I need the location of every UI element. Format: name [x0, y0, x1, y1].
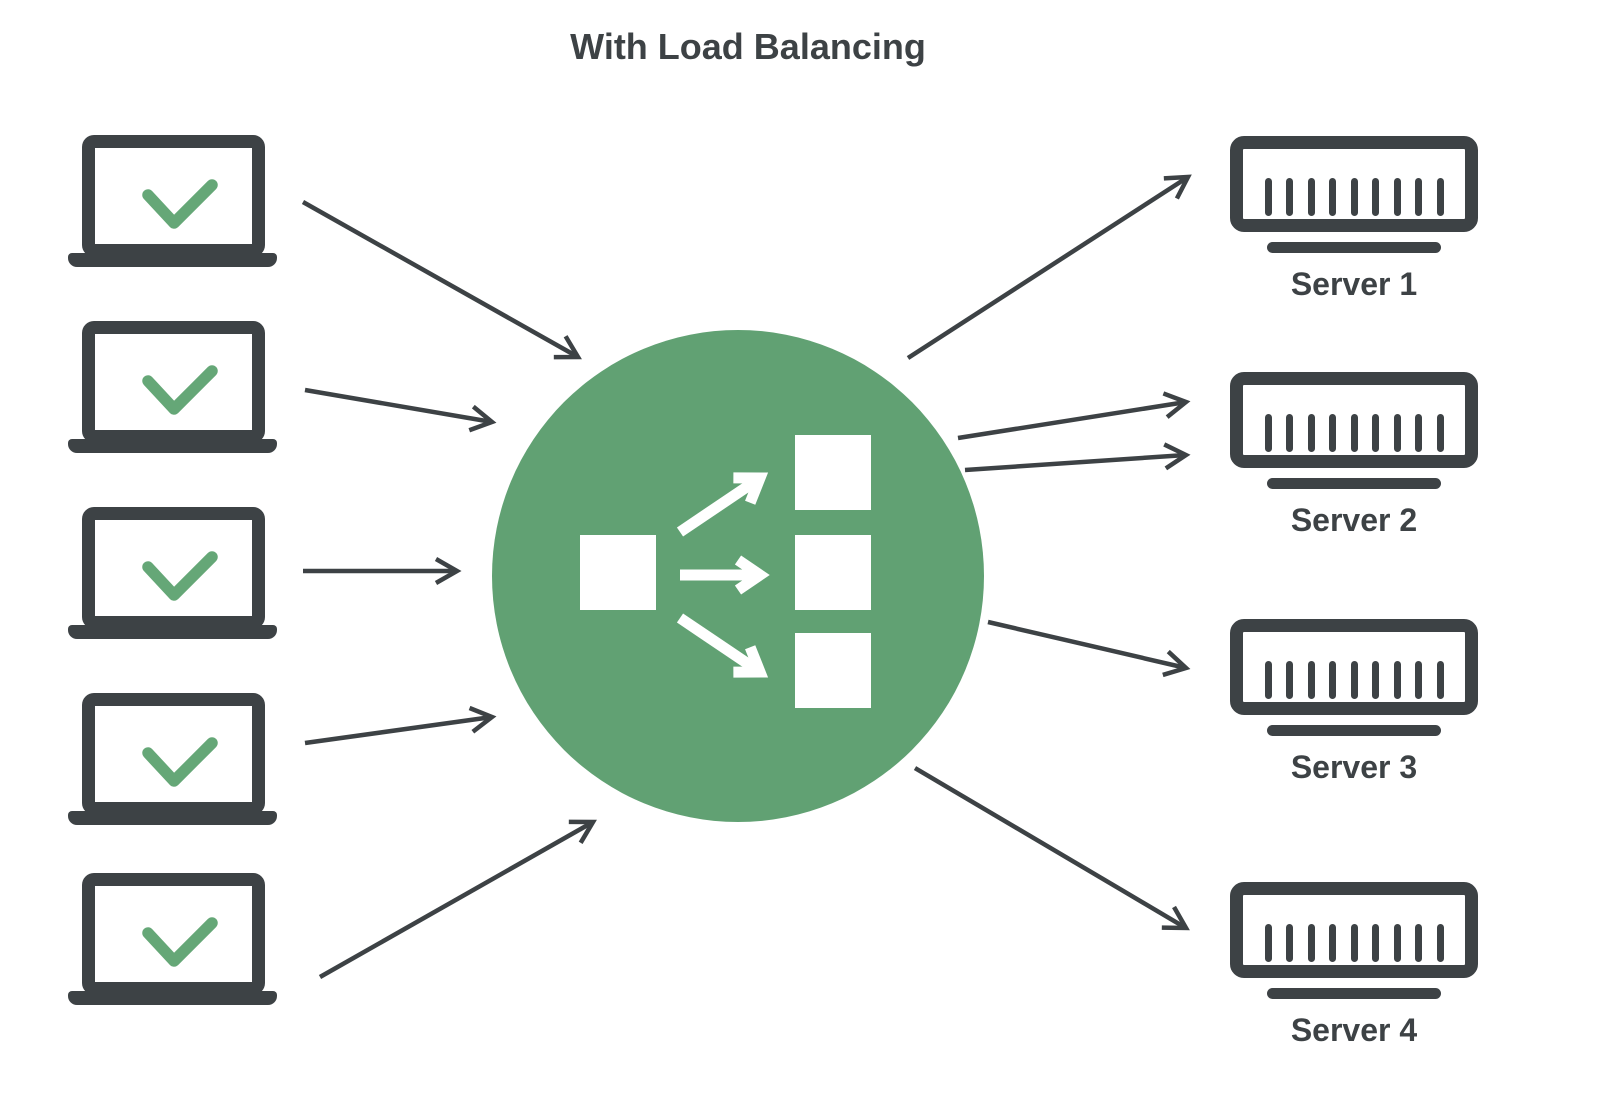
lb-output-square-1 [795, 435, 871, 510]
server-vent-bar [1372, 924, 1379, 962]
server-label: Server 2 [1290, 502, 1418, 538]
server-vent-bar [1286, 924, 1293, 962]
server: Server 1 [1230, 136, 1478, 306]
client-laptop-2 [68, 321, 277, 453]
server-vent-bar [1350, 924, 1358, 962]
server-vent-bar [1329, 924, 1336, 962]
laptop-base [68, 253, 277, 267]
server-vent-bar [1329, 178, 1336, 216]
server-vent-bar [1286, 414, 1293, 452]
server-vent-bar [1264, 661, 1272, 699]
server-vent-bar [1393, 178, 1401, 216]
server-vent-bar [1415, 414, 1422, 452]
connection-arrow [964, 442, 1191, 473]
laptop-screen [82, 873, 265, 995]
server-vent-bar [1372, 661, 1379, 699]
server-vent-bar [1350, 414, 1358, 452]
server-box [1230, 372, 1478, 468]
server-box [1230, 136, 1478, 232]
lb-arrow-up-icon [676, 472, 769, 537]
server-vent-bar [1307, 924, 1315, 962]
server-vent-bar [1264, 414, 1272, 452]
server-vent-bar [1415, 661, 1422, 699]
connection-arrow [318, 819, 597, 979]
server-label: Server 4 [1290, 1012, 1418, 1048]
connection-arrow [987, 619, 1191, 678]
checkmark-icon [142, 365, 218, 415]
lb-output-square-3 [795, 633, 871, 708]
server-vent-bar [1350, 178, 1358, 216]
server-vent-bar [1307, 178, 1315, 216]
laptop-screen [82, 321, 265, 443]
server-vent-bar [1372, 414, 1379, 452]
lb-arrow-down-icon [676, 613, 769, 678]
server-vent-bar [1350, 661, 1358, 699]
server-vent-bar [1307, 414, 1315, 452]
server-vent-bar [1307, 661, 1315, 699]
server-vent-bar [1415, 178, 1422, 216]
server-vent-bar [1436, 178, 1444, 216]
laptop-base [68, 625, 277, 639]
laptop-base [68, 811, 277, 825]
server-vent-bar [1436, 414, 1444, 452]
server-vent-bar [1329, 661, 1336, 699]
server-vent-bar [1264, 178, 1272, 216]
server-vent-bar [1329, 414, 1336, 452]
client-laptop-5 [68, 873, 277, 1005]
server-base [1267, 988, 1441, 999]
server-label: Server 3 [1290, 749, 1418, 785]
server-base [1267, 725, 1441, 736]
laptop-base [68, 991, 277, 1005]
laptop-base [68, 439, 277, 453]
server-base [1267, 478, 1441, 489]
connection-arrow [304, 705, 497, 746]
server: Server 3 [1230, 619, 1478, 789]
checkmark-icon [142, 737, 218, 787]
server-base [1267, 242, 1441, 253]
server-vent-bar [1393, 661, 1401, 699]
server-vent-bar [1393, 414, 1401, 452]
server-vent-bar [1393, 924, 1401, 962]
checkmark-icon [142, 917, 218, 967]
server-vent-bar [1372, 178, 1379, 216]
connection-arrow [304, 387, 497, 433]
load-balancer-icon [580, 435, 871, 708]
server-vent-bar [1286, 178, 1293, 216]
server-vent-bar [1286, 661, 1293, 699]
client-laptop-3 [68, 507, 277, 639]
server-vent-bar [1415, 924, 1422, 962]
server-label: Server 1 [1290, 266, 1418, 302]
server: Server 2 [1230, 372, 1478, 542]
lb-input-square [580, 535, 656, 610]
checkmark-icon [142, 179, 218, 229]
server: Server 4 [1230, 882, 1478, 1052]
checkmark-icon [142, 551, 218, 601]
server-vent-bar [1264, 924, 1272, 962]
server-vent-bar [1436, 924, 1444, 962]
connection-arrow [957, 391, 1191, 441]
load-balancer-circle [492, 330, 984, 822]
server-vent-bar [1436, 661, 1444, 699]
client-laptop-1 [68, 135, 277, 267]
lb-output-square-2 [795, 535, 871, 610]
server-box [1230, 619, 1478, 715]
diagram-title: With Load Balancing [570, 26, 926, 67]
server-box [1230, 882, 1478, 978]
laptop-screen [82, 507, 265, 629]
laptop-screen [82, 135, 265, 257]
client-laptop-4 [68, 693, 277, 825]
